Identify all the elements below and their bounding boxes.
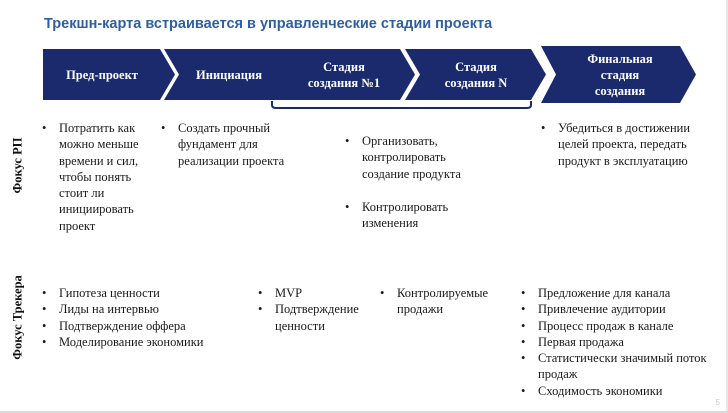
list-item: Лиды на интервью xyxy=(42,301,252,318)
stage-label-creationN: Стадия создания N xyxy=(444,59,508,90)
tracker-focus-preproject: Гипотеза ценности Лиды на интервью Подтв… xyxy=(42,285,252,350)
chevron-creationN xyxy=(405,49,546,100)
list-item: Контролировать изменения xyxy=(345,199,480,232)
list-item: Первая продажа xyxy=(521,334,721,351)
pm-focus-preproject: Потратить как можно меньше времени и сил… xyxy=(42,120,154,234)
slide-bottom-border xyxy=(0,411,728,413)
slide-title: Трекшн-карта встраивается в управленческ… xyxy=(44,16,493,32)
list-item: Статистически значимый поток продаж xyxy=(521,350,721,383)
chevron-final xyxy=(541,46,696,103)
row-label-pm-focus: Фокус РП xyxy=(10,137,25,194)
stage-label-preproject: Пред-проект xyxy=(66,67,138,82)
list-item: Создать прочный фундамент для реализации… xyxy=(161,120,291,169)
page-number: 5 xyxy=(715,398,720,407)
list-item: Предложение для канала xyxy=(521,285,721,302)
pm-focus-initiation: Создать прочный фундамент для реализации… xyxy=(161,120,291,169)
list-item: Убедиться в достижении целей проекта, пе… xyxy=(541,120,721,169)
chevron-creation1 xyxy=(271,49,415,100)
list-item: MVP xyxy=(258,285,373,302)
list-item: Сходимость экономики xyxy=(521,383,721,400)
list-item: Контролируемые продажи xyxy=(380,285,510,318)
list-item: Потратить как можно меньше времени и сил… xyxy=(42,120,154,234)
creation-bracket xyxy=(271,101,532,109)
chevron-initiation xyxy=(164,49,298,100)
tracker-focus-creationN: Контролируемые продажи xyxy=(380,285,510,318)
pm-focus-creation: Организовать, контролировать создание пр… xyxy=(345,133,480,231)
stage-chevrons xyxy=(43,46,696,109)
stage-label-final: Финальная стадия создания xyxy=(587,51,653,98)
row-label-tracker-focus: Фокус Трекера xyxy=(10,275,25,360)
list-item: Гипотеза ценности xyxy=(42,285,252,302)
list-item: Подтверждение ценности xyxy=(258,301,373,334)
stage-label-initiation: Инициация xyxy=(196,67,262,82)
tracker-focus-creation1: MVP Подтверждение ценности xyxy=(258,285,373,334)
chevron-preproject xyxy=(43,49,175,100)
list-item: Моделирование экономики xyxy=(42,334,252,351)
list-item: Подтверждение оффера xyxy=(42,318,252,335)
list-item: Привлечение аудитории xyxy=(521,301,721,318)
pm-focus-final: Убедиться в достижении целей проекта, пе… xyxy=(541,120,721,169)
slide-edge xyxy=(726,0,728,413)
tracker-focus-final: Предложение для канала Привлечение аудит… xyxy=(521,285,721,399)
list-item: Организовать, контролировать создание пр… xyxy=(345,133,480,182)
list-item: Процесс продаж в канале xyxy=(521,318,721,335)
stage-label-creation1: Стадия создания №1 xyxy=(307,59,381,90)
